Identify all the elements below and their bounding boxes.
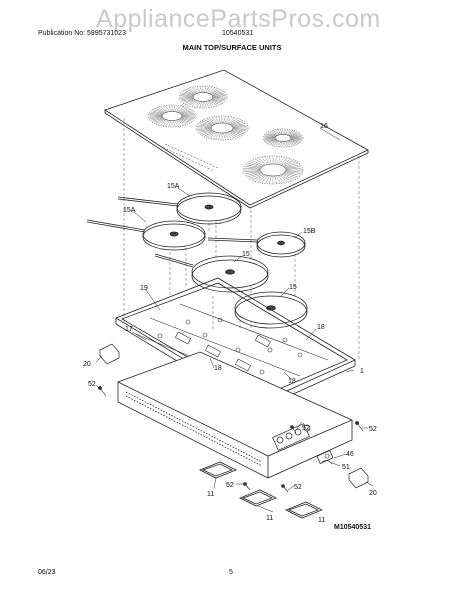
publication-number: Publication No: 5995731023 (38, 30, 126, 37)
callout-15A-lower: 15A (123, 207, 136, 214)
diagram-code: M10540531 (334, 524, 371, 531)
callout-16: 16 (320, 123, 328, 130)
control-knob-assembly (272, 423, 311, 451)
surface-unit-15A-upper (117, 192, 242, 225)
mounting-bracket-2 (239, 489, 277, 507)
callout-46: 46 (346, 451, 354, 458)
callout-52-left: 52 (88, 381, 96, 388)
surface-unit-15A-lower (86, 219, 206, 251)
mounting-bracket-3 (285, 501, 323, 519)
callout-labels: 16 15A 15A 15B 15 15 19 17 18 18 18 20 5… (83, 123, 377, 524)
callout-11-center: 11 (266, 515, 273, 522)
callout-15-lower: 15 (289, 284, 297, 291)
model-number: 10540531 (222, 30, 254, 37)
cooktop-radiant-zones (147, 85, 304, 185)
callout-18-lower: 18 (288, 378, 296, 385)
callout-15-upper: 15 (242, 251, 250, 258)
callout-20-right: 20 (369, 490, 377, 497)
side-bracket-right (348, 467, 369, 489)
footer-date: 06/23 (38, 569, 56, 576)
side-bracket-left (99, 343, 120, 365)
callout-20-left: 20 (83, 361, 91, 368)
mounting-bracket-1 (199, 461, 237, 479)
surface-unit-15-upper (154, 253, 269, 293)
callout-18-right: 18 (317, 324, 325, 331)
callout-52-bottom-left: 52 (226, 482, 234, 489)
callout-18-center: 18 (214, 365, 222, 372)
callout-1: 1 (360, 368, 364, 375)
cooktop-chassis-box (116, 351, 353, 479)
callout-51: 51 (342, 464, 350, 471)
callout-52-right: 52 (369, 426, 377, 433)
section-title: MAIN TOP/SURFACE UNITS (182, 43, 282, 52)
page-number: 5 (229, 569, 233, 576)
callout-17: 17 (125, 326, 133, 333)
callout-52-bottom-right: 52 (294, 484, 302, 491)
callout-52-controls: 52 (302, 425, 310, 432)
callout-15B: 15B (303, 228, 316, 235)
callout-15A-upper: 15A (167, 183, 180, 190)
callout-11-left: 11 (207, 491, 214, 498)
screw-hardware (98, 386, 364, 493)
callout-leader-lines (95, 127, 374, 513)
watermark-text: AppliancePartsPros.com (96, 5, 381, 33)
surface-unit-15-lower (234, 291, 308, 329)
surface-unit-15B (207, 231, 306, 258)
glass-main-top (104, 69, 369, 209)
callout-19: 19 (140, 285, 148, 292)
callout-11-right: 11 (318, 517, 325, 524)
